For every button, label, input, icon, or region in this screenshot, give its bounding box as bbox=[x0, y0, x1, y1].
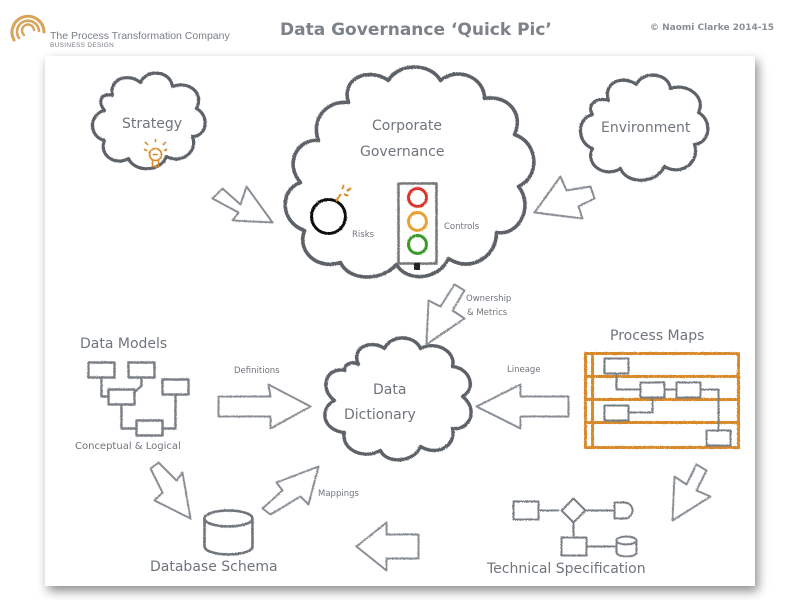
database-schema-title: Database Schema bbox=[150, 559, 278, 575]
ownership-metrics-label-line2: & Metrics bbox=[467, 308, 508, 318]
database-icon bbox=[202, 508, 254, 556]
lightbulb-icon bbox=[143, 138, 167, 167]
company-logo-icon bbox=[10, 14, 46, 42]
arrow-models-to-schema bbox=[149, 461, 191, 519]
company-tagline: BUSINESS DESIGN bbox=[50, 42, 115, 49]
arrow-lineage bbox=[475, 383, 569, 429]
strategy-cloud bbox=[90, 71, 207, 170]
risks-label: Risks bbox=[352, 230, 375, 240]
data-models-title: Data Models bbox=[80, 336, 168, 352]
definitions-label: Definitions bbox=[234, 366, 280, 376]
arrow-strategy-to-governance bbox=[211, 185, 273, 223]
page-title: Data Governance ‘Quick Pic’ bbox=[280, 20, 552, 40]
traffic-light-icon bbox=[396, 181, 438, 270]
arrow-techspec-to-schema bbox=[355, 521, 419, 571]
data-dictionary-label-line1: Data bbox=[373, 382, 407, 398]
controls-label: Controls bbox=[444, 222, 480, 232]
lineage-label: Lineage bbox=[507, 365, 541, 375]
technical-specification-title: Technical Specification bbox=[487, 561, 646, 577]
bomb-icon bbox=[309, 184, 351, 235]
governance-label-line1: Corporate bbox=[372, 118, 442, 134]
arrow-environment-to-governance bbox=[533, 175, 595, 219]
data-dictionary-label-line2: Dictionary bbox=[344, 407, 416, 423]
corporate-governance-cloud bbox=[282, 64, 536, 279]
company-name: The Process Transformation Company bbox=[50, 30, 230, 42]
ownership-metrics-label-line1: Ownership bbox=[466, 294, 512, 304]
strategy-label: Strategy bbox=[122, 116, 182, 132]
arrow-mappings bbox=[261, 465, 319, 515]
process-maps-title: Process Maps bbox=[610, 328, 705, 344]
arrow-definitions bbox=[217, 383, 311, 429]
process-map-icon bbox=[583, 351, 740, 449]
data-dictionary-cloud bbox=[322, 335, 473, 461]
flowchart-icon bbox=[512, 497, 637, 557]
arrow-governance-to-dictionary bbox=[425, 283, 465, 345]
data-model-diagram-icon bbox=[86, 360, 190, 437]
data-models-caption: Conceptual & Logical bbox=[75, 441, 181, 452]
arrow-processmaps-to-techspec bbox=[671, 463, 711, 521]
environment-cloud bbox=[578, 73, 709, 182]
copyright-notice: © Naomi Clarke 2014-15 bbox=[650, 23, 775, 33]
environment-label: Environment bbox=[601, 120, 691, 136]
mappings-label: Mappings bbox=[318, 489, 359, 499]
governance-label-line2: Governance bbox=[360, 144, 445, 160]
